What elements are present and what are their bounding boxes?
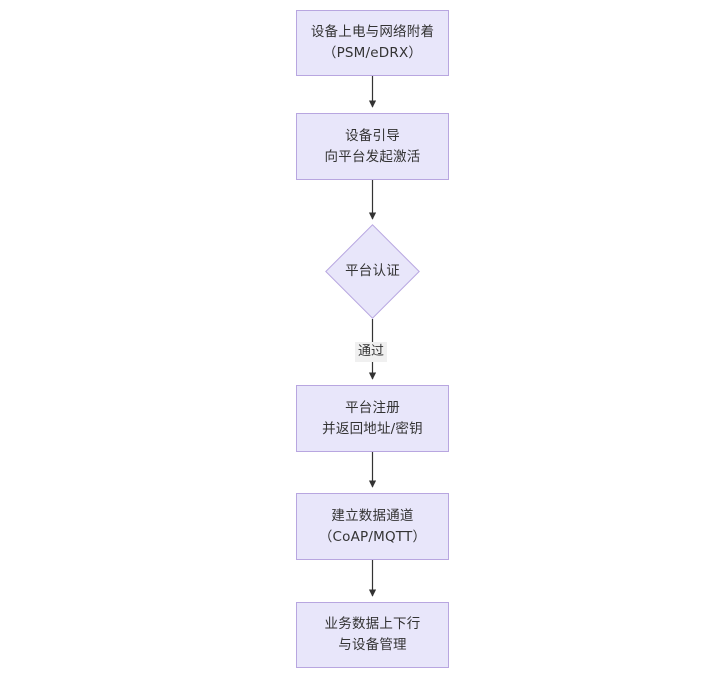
node-business-line-2: 与设备管理	[338, 637, 407, 653]
node-channel-line-2: （CoAP/MQTT）	[318, 528, 427, 545]
node-power-line-1: 设备上电与网络附着	[310, 24, 435, 41]
node-platform-register[interactable]: 平台注册 并返回地址/密钥	[296, 385, 449, 452]
node-register-line-2: 并返回地址/密钥	[322, 420, 423, 437]
node-channel-line-1: 建立数据通道	[331, 507, 414, 524]
node-auth-label: 平台认证	[345, 263, 400, 280]
node-establish-data-channel[interactable]: 建立数据通道 （CoAP/MQTT）	[296, 493, 449, 560]
node-power-line-2: （PSM/eDRX）	[322, 45, 423, 61]
node-register-line-1: 平台注册	[345, 399, 400, 416]
node-device-bootstrap[interactable]: 设备引导 向平台发起激活	[296, 113, 449, 180]
node-bootstrap-line-2: 向平台发起激活	[324, 148, 421, 165]
edge-label-pass: 通过	[355, 342, 388, 362]
node-bootstrap-line-1: 设备引导	[345, 127, 400, 144]
node-platform-authentication[interactable]: 平台认证	[325, 224, 420, 319]
node-business-line-1: 业务数据上下行	[324, 616, 421, 633]
node-device-power-on[interactable]: 设备上电与网络附着 （PSM/eDRX）	[296, 10, 449, 76]
node-business-data-and-device-management[interactable]: 业务数据上下行 与设备管理	[296, 602, 449, 668]
